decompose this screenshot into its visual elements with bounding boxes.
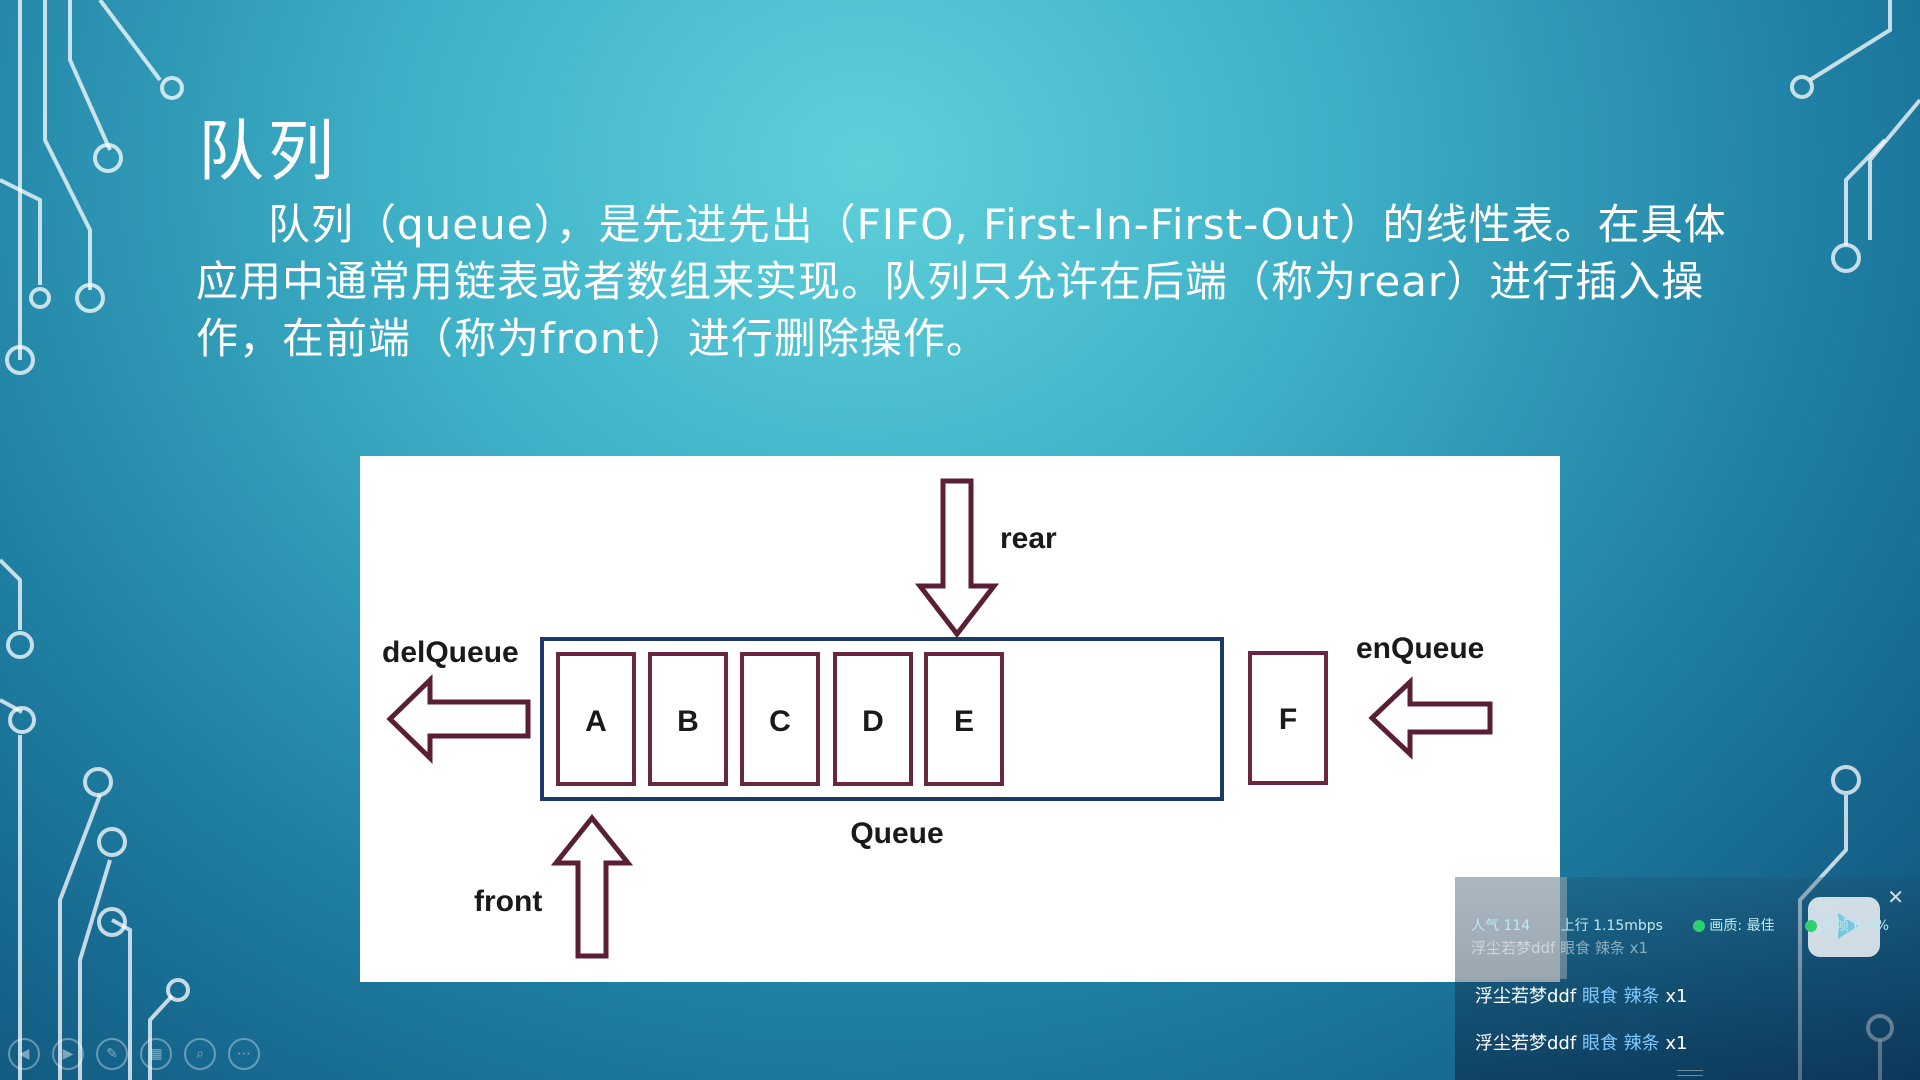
extra-stat: 丢帧 0.4% [1805, 918, 1889, 934]
overlay-preview [1455, 877, 1567, 979]
stream-stats: 人气 114 上行 1.15mbps 画质: 最佳 丢帧 0.4% [1471, 915, 1915, 935]
rear-arrow [914, 478, 1000, 639]
queue-item-label: A [585, 705, 607, 738]
gift-line: 浮尘若梦ddf 眼食 辣条 x1 [1475, 982, 1688, 1008]
gift-line-partial: 浮尘若梦ddf 眼食 辣条 x1 [1471, 939, 1649, 957]
status-dot-icon [1693, 920, 1706, 932]
gift-user: 浮尘若梦ddf [1475, 986, 1577, 1007]
delqueue-arrow [386, 674, 531, 764]
incoming-item-label: F [1279, 703, 1297, 736]
front-arrow [550, 813, 634, 959]
gift-name: 眼食 辣条 [1581, 1033, 1660, 1054]
queue-item-label: C [769, 705, 791, 738]
queue-diagram: rear delQueue A B C D E F enQueue Queue … [360, 456, 1560, 982]
upload-stat: 上行 1.15mbps [1560, 918, 1663, 934]
gift-count: x1 [1665, 986, 1688, 1007]
gift-line: 浮尘若梦ddf 眼食 辣条 x1 [1475, 1029, 1688, 1055]
gift-user: 浮尘若梦ddf [1475, 1033, 1577, 1054]
enqueue-arrow [1368, 676, 1493, 760]
more-icon[interactable]: ⋯ [228, 1038, 260, 1070]
queue-item-box [833, 652, 913, 786]
slideshow-controls: ◀ ▶ ✎ ▦ ⌕ ⋯ [8, 1038, 260, 1070]
grid-icon[interactable]: ▦ [140, 1038, 172, 1070]
queue-container [540, 637, 1224, 801]
queue-item-label: B [677, 705, 699, 738]
incoming-item-box [1248, 651, 1328, 785]
tv-logo-icon [1808, 897, 1880, 957]
gift-name: 眼食 辣条 [1581, 986, 1660, 1007]
pen-icon[interactable]: ✎ [96, 1038, 128, 1070]
quality-stat: 画质: 最佳 [1693, 918, 1775, 934]
queue-item-label: E [954, 705, 974, 738]
zoom-icon[interactable]: ⌕ [184, 1038, 216, 1070]
enqueue-label: enQueue [1356, 632, 1484, 665]
gift-count: x1 [1665, 1033, 1688, 1054]
prev-icon[interactable]: ◀ [8, 1038, 40, 1070]
queue-caption: Queue [850, 817, 943, 850]
queue-item-label: D [862, 705, 884, 738]
close-icon[interactable]: ✕ [1887, 885, 1904, 909]
status-dot-icon [1805, 920, 1818, 932]
rear-label: rear [1000, 522, 1057, 555]
live-stream-overlay: ✕ 人气 114 上行 1.15mbps 画质: 最佳 丢帧 0.4% 浮尘若梦… [1455, 877, 1920, 1080]
resize-handle[interactable] [1677, 1070, 1703, 1076]
delqueue-label: delQueue [382, 636, 519, 669]
slide-body-text: 队列（queue），是先进先出（FIFO, First-In-First-Out… [196, 200, 1727, 363]
queue-item-box [648, 652, 728, 786]
play-icon[interactable]: ▶ [52, 1038, 84, 1070]
popularity-stat: 人气 114 [1471, 918, 1531, 934]
queue-item-box [556, 652, 636, 786]
queue-item-box [924, 652, 1004, 786]
queue-item-box [740, 652, 820, 786]
slide-title: 队列 [198, 113, 338, 190]
front-label: front [474, 885, 542, 918]
